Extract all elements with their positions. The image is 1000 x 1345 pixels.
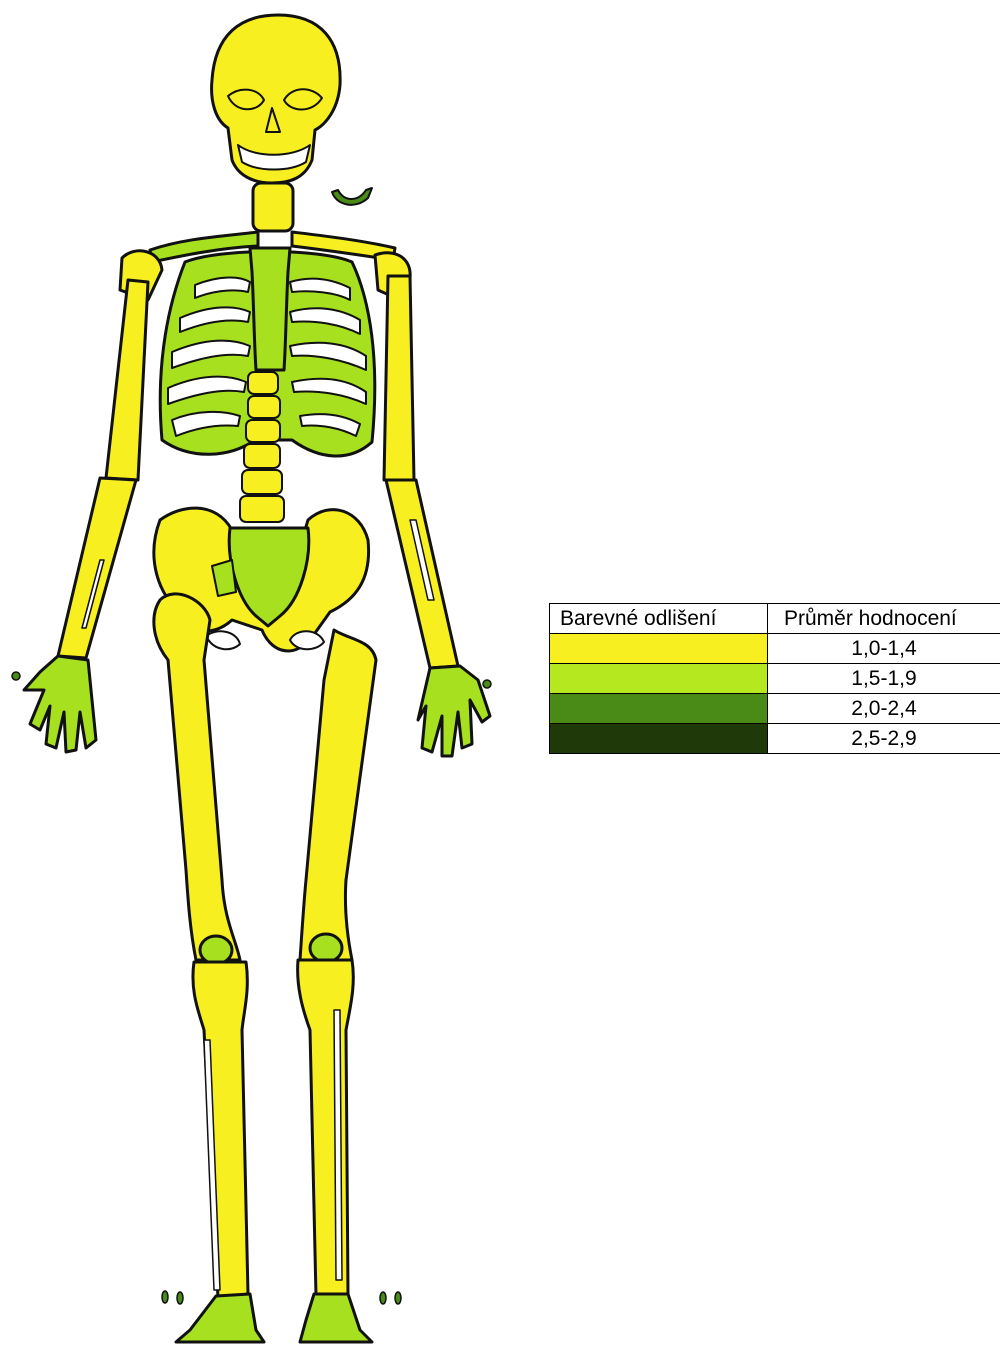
hand-right [24, 656, 96, 752]
legend-swatch [550, 724, 768, 754]
legend-range: 1,5-1,9 [768, 664, 1000, 694]
legend-row: 1,0-1,4 [550, 634, 1000, 664]
legend-header-average: Průměr hodnocení [768, 604, 1000, 634]
patella-right [200, 936, 232, 964]
obturator-right [206, 631, 240, 649]
sesamoid-marker [162, 1291, 168, 1303]
legend-table: Barevné odlišení Průměr hodnocení 1,0-1,… [549, 603, 1000, 754]
legend-row: 1,5-1,9 [550, 664, 1000, 694]
tibia-left [298, 960, 354, 1296]
patella-left [310, 934, 342, 962]
hyoid-bone [332, 188, 372, 205]
hand-left [418, 666, 490, 756]
sesamoid-marker [177, 1292, 183, 1304]
sesamoid-marker [483, 680, 491, 688]
sesamoid-marker [12, 672, 20, 680]
legend-swatch [550, 634, 768, 664]
tibia-right [193, 962, 248, 1298]
legend-header-color: Barevné odlišení [550, 604, 768, 634]
legend-range: 2,5-2,9 [768, 724, 1000, 754]
sesamoid-marker [395, 1292, 401, 1304]
sternum [250, 248, 290, 370]
legend-swatch [550, 694, 768, 724]
legend-range: 1,0-1,4 [768, 634, 1000, 664]
foot-right [176, 1294, 264, 1342]
sesamoid-marker [380, 1292, 386, 1304]
obturator-left [290, 631, 324, 649]
forearm-right [58, 478, 136, 658]
legend-row: 2,5-2,9 [550, 724, 1000, 754]
legend-row: 2,0-2,4 [550, 694, 1000, 724]
femur-left [300, 630, 376, 960]
legend-header-row: Barevné odlišení Průměr hodnocení [550, 604, 1000, 634]
humerus-left [384, 276, 414, 480]
legend-swatch [550, 664, 768, 694]
skeleton-diagram [0, 0, 500, 1345]
foot-left [300, 1294, 372, 1342]
fibula-gap-left [334, 1010, 342, 1280]
cervical-spine [253, 183, 293, 231]
humerus-right [106, 280, 148, 480]
legend-range: 2,0-2,4 [768, 694, 1000, 724]
